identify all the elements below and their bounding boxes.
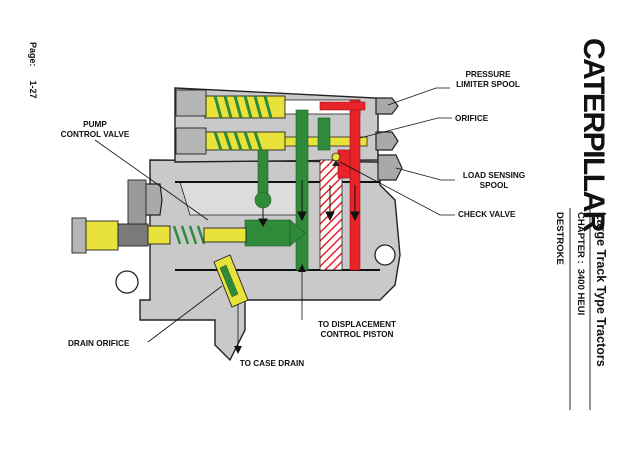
svg-text:TO DISPLACEMENT: TO DISPLACEMENT (318, 320, 396, 329)
svg-text:LOAD SENSING: LOAD SENSING (463, 171, 525, 180)
label-to-case-drain: TO CASE DRAIN (234, 304, 304, 368)
svg-text:PUMP: PUMP (83, 120, 107, 129)
svg-text:LIMITER SPOOL: LIMITER SPOOL (456, 80, 520, 89)
doc-title: Large Track Type Tractors (594, 212, 608, 367)
svg-text:CHECK VALVE: CHECK VALVE (458, 210, 516, 219)
label-check-valve: CHECK VALVE (339, 161, 516, 219)
label-pump-control-valve: PUMP CONTROL VALVE (61, 120, 209, 221)
chapter-value: 3400 HEUI (575, 269, 586, 315)
svg-text:CHAPTER :3400 HEUI: CHAPTER : 3400 HEUI (575, 212, 586, 315)
label-to-displacement-control-piston: TO DISPLACEMENT CONTROL PISTON (298, 264, 396, 339)
svg-text:Page:1-27: Page:1-27 (28, 42, 38, 99)
pump-control-valve (71, 179, 247, 254)
svg-text:CONTROL PISTON: CONTROL PISTON (321, 330, 394, 339)
svg-text:CONTROL VALVE: CONTROL VALVE (61, 130, 130, 139)
check-valve (331, 152, 341, 166)
svg-text:TO CASE DRAIN: TO CASE DRAIN (240, 359, 305, 368)
caterpillar-logo: CATERPILLAR (577, 38, 610, 233)
svg-text:DRAIN ORIFICE: DRAIN ORIFICE (68, 339, 130, 348)
page-number: Page:1-27 (28, 42, 38, 99)
flow-arrows (258, 180, 360, 228)
title-block: Large Track Type Tractors CHAPTER : 3400 … (554, 208, 608, 410)
label-orifice: ORIFICE (359, 114, 489, 139)
svg-text:ORIFICE: ORIFICE (455, 114, 489, 123)
svg-text:CATERPILLAR: CATERPILLAR (577, 38, 610, 233)
svg-text:PRESSURE: PRESSURE (465, 70, 511, 79)
label-pressure-limiter-spool: PRESSURE LIMITER SPOOL (387, 70, 520, 106)
chapter-label: CHAPTER : (575, 212, 586, 264)
svg-text:SPOOL: SPOOL (480, 181, 509, 190)
label-drain-orifice: DRAIN ORIFICE (68, 285, 223, 348)
section-label: DESTROKE (554, 212, 565, 265)
label-load-sensing-spool: LOAD SENSING SPOOL (395, 167, 525, 190)
drain-orifice-passage (213, 254, 249, 308)
control-oil-passages (244, 109, 331, 271)
